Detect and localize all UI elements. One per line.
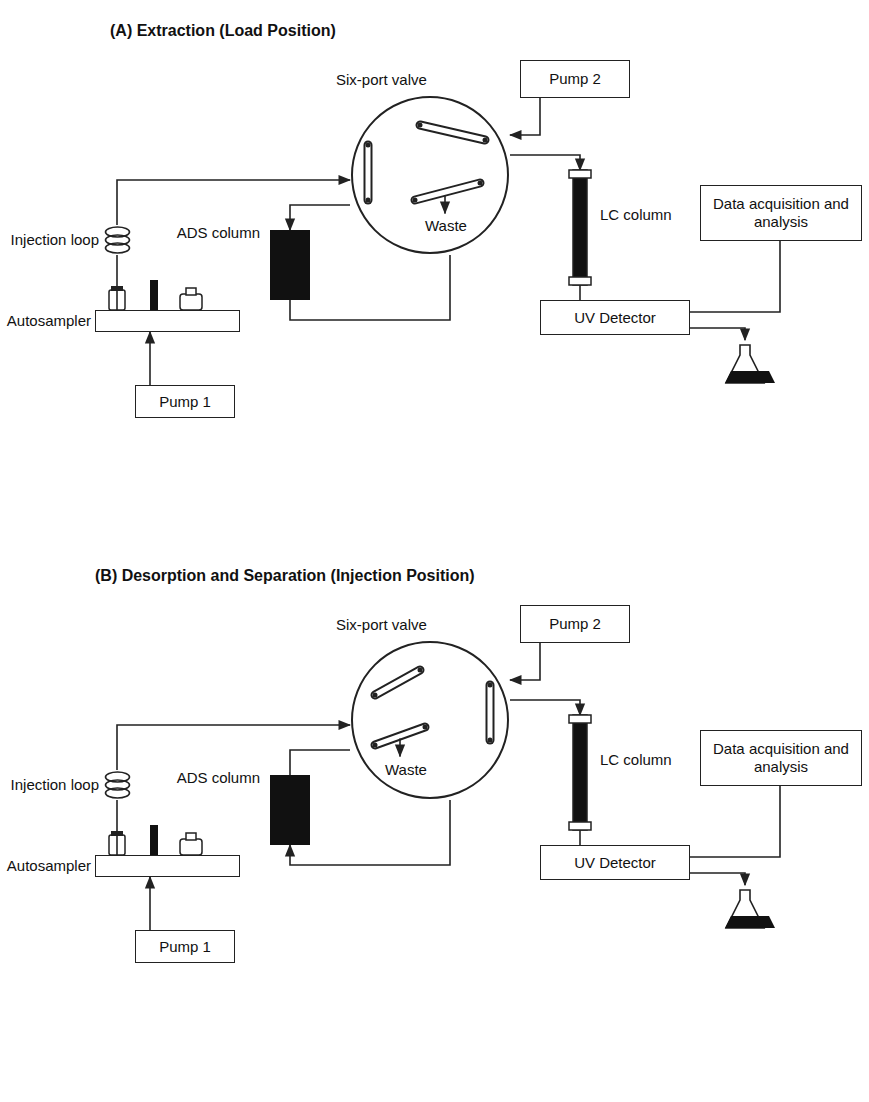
flow-line (117, 180, 350, 225)
lc-column: LC column (572, 715, 588, 830)
ads-column: ADS column (270, 230, 310, 300)
box-label: Pump 1 (159, 393, 211, 411)
six-port-valve: Six-port valve (350, 640, 510, 800)
pump-box: Pump 1 (135, 930, 235, 963)
box-label: Data acquisition and analysis (707, 740, 855, 776)
tube-outline (572, 715, 588, 830)
flow-line (290, 205, 350, 230)
flow-line (510, 643, 540, 680)
valve-body (352, 97, 508, 253)
coil-outline (105, 770, 130, 800)
coil-outline (105, 225, 130, 255)
part-label: LC column (600, 751, 672, 769)
lc-column: LC column (572, 170, 588, 285)
flow-line (116, 255, 118, 310)
column-end-fitting (569, 170, 591, 178)
valve-body (352, 642, 508, 798)
part-label: Autosampler (7, 312, 91, 330)
flow-line (290, 255, 450, 320)
valve-channels (366, 123, 488, 214)
pump-box: Pump 2 (520, 605, 630, 643)
box-label: Pump 2 (549, 615, 601, 633)
column-body (573, 170, 587, 285)
box-label: Pump 2 (549, 70, 601, 88)
part-label: Autosampler (7, 857, 91, 875)
flow-line (290, 800, 450, 865)
flow-line (149, 332, 151, 385)
flow-line (117, 725, 350, 770)
column-end-fitting (569, 715, 591, 723)
flow-line (149, 877, 151, 930)
flow-line (510, 98, 540, 135)
waste-label: Waste (385, 761, 427, 778)
pump-box: Pump 1 (135, 385, 235, 418)
autosampler: Autosampler (95, 855, 240, 877)
detector-box: UV Detector (540, 300, 690, 335)
part-label: ADS column (177, 769, 260, 787)
part-label: Injection loop (11, 231, 99, 249)
panel-heading: (A) Extraction (Load Position) (110, 22, 336, 40)
detector-box: UV Detector (540, 845, 690, 880)
valve-channels (373, 668, 493, 757)
pump-box: Pump 2 (520, 60, 630, 98)
injection-loop: Injection loop (105, 770, 130, 800)
flow-line (510, 700, 580, 715)
column-end-fitting (569, 277, 591, 285)
flow-line (510, 155, 580, 170)
coil-turn (106, 788, 130, 798)
autosampler: Autosampler (95, 310, 240, 332)
box-label: Data acquisition and analysis (707, 195, 855, 231)
flow-line (690, 786, 780, 857)
box-label: Pump 1 (159, 938, 211, 956)
data-box: Data acquisition and analysis (700, 730, 862, 786)
flow-line (690, 241, 780, 312)
tube-outline (572, 170, 588, 285)
part-label: Injection loop (11, 776, 99, 794)
coil-turn (106, 243, 130, 253)
column-body (573, 715, 587, 830)
injection-loop: Injection loop (105, 225, 130, 255)
part-label: ADS column (177, 224, 260, 242)
flow-line (116, 800, 118, 855)
part-label: Six-port valve (336, 616, 427, 634)
flow-line (290, 750, 350, 775)
box-label: UV Detector (574, 309, 656, 327)
column-end-fitting (569, 822, 591, 830)
panel-heading: (B) Desorption and Separation (Injection… (95, 567, 475, 585)
part-label: LC column (600, 206, 672, 224)
ads-column: ADS column (270, 775, 310, 845)
data-box: Data acquisition and analysis (700, 185, 862, 241)
box-label: UV Detector (574, 854, 656, 872)
flow-line (579, 285, 581, 300)
waste-label: Waste (425, 217, 467, 234)
flow-line (579, 830, 581, 845)
part-label: Six-port valve (336, 71, 427, 89)
valve-outline (350, 640, 510, 800)
